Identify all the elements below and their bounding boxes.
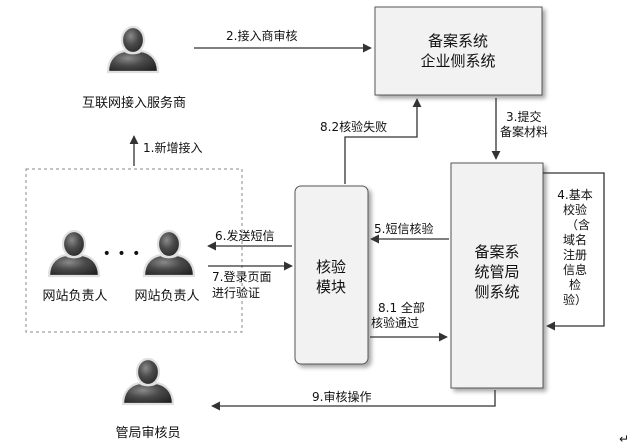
edge-4-label-line-4: 域名 bbox=[563, 232, 587, 247]
enterprise-system-line-1: 备案系统 bbox=[428, 32, 488, 50]
webmaster-group-frame bbox=[25, 168, 243, 333]
bureau-system-box bbox=[450, 162, 544, 389]
webmaster-a-person-icon bbox=[47, 229, 101, 278]
edge-5-label: 5.短信核验 bbox=[374, 221, 433, 236]
verify-module-line-2: 模块 bbox=[316, 278, 346, 296]
webmaster-ellipsis: • • • bbox=[103, 246, 142, 262]
edge-9-arrow bbox=[211, 390, 496, 411]
admin-label: 管局审核员 bbox=[115, 426, 180, 441]
edge-8-1-label-line-1: 8.1 全部 bbox=[378, 300, 425, 315]
paragraph-mark: ↵ bbox=[619, 432, 629, 445]
edge-4-label-line-6: 信息 bbox=[563, 262, 587, 277]
isp-person-icon bbox=[106, 25, 160, 74]
bureau-system-line-1: 备案系 bbox=[474, 243, 519, 261]
bureau-system-line-3: 侧系统 bbox=[474, 283, 519, 301]
webmaster-a-label: 网站负责人 bbox=[42, 289, 107, 304]
edge-3-label-line-2: 备案材料 bbox=[500, 124, 548, 139]
edge-4-label-line-8: 验） bbox=[563, 292, 587, 307]
edge-4-label-line-2: 校验 bbox=[563, 202, 587, 217]
bureau-system-line-2: 统管局 bbox=[474, 263, 519, 281]
webmaster-b-label: 网站负责人 bbox=[134, 289, 199, 304]
edge-9-label: 9.审核操作 bbox=[312, 389, 371, 404]
verify-module-line-1: 核验 bbox=[316, 258, 346, 276]
edge-8-2-arrow bbox=[344, 98, 422, 184]
edge-7-label-line-1: 7.登录页面 bbox=[212, 269, 271, 284]
webmaster-b-person-icon bbox=[142, 229, 196, 278]
isp-label: 互联网接入服务商 bbox=[82, 95, 186, 111]
edge-4-label-line-3: （含 bbox=[566, 217, 590, 232]
edge-4-label: 4.基本 校验 （含 域名 注册 信息 检 验） bbox=[557, 188, 592, 307]
edge-4-loop-arrow bbox=[543, 172, 605, 331]
edge-4-label-line-5: 注册 bbox=[563, 247, 587, 262]
admin-person-icon bbox=[121, 357, 175, 406]
edge-8-1-label-line-2: 核验通过 bbox=[371, 315, 419, 330]
edge-4-label-line-1: 4.基本 bbox=[557, 188, 592, 202]
enterprise-system-box bbox=[374, 6, 543, 96]
verify-module-box bbox=[294, 185, 369, 365]
edge-1-label: 1.新增接入 bbox=[143, 140, 202, 155]
edge-6-label: 6.发送短信 bbox=[215, 228, 274, 243]
edge-7-label-line-2: 进行验证 bbox=[212, 285, 260, 300]
edge-3-label-line-1: 3.提交 bbox=[506, 109, 541, 124]
edge-2-label: 2.接入商审核 bbox=[226, 28, 297, 43]
edge-8-2-label: 8.2核验失败 bbox=[320, 119, 387, 134]
edge-4-label-line-7: 检 bbox=[569, 277, 581, 292]
enterprise-system-line-2: 企业侧系统 bbox=[420, 52, 495, 70]
